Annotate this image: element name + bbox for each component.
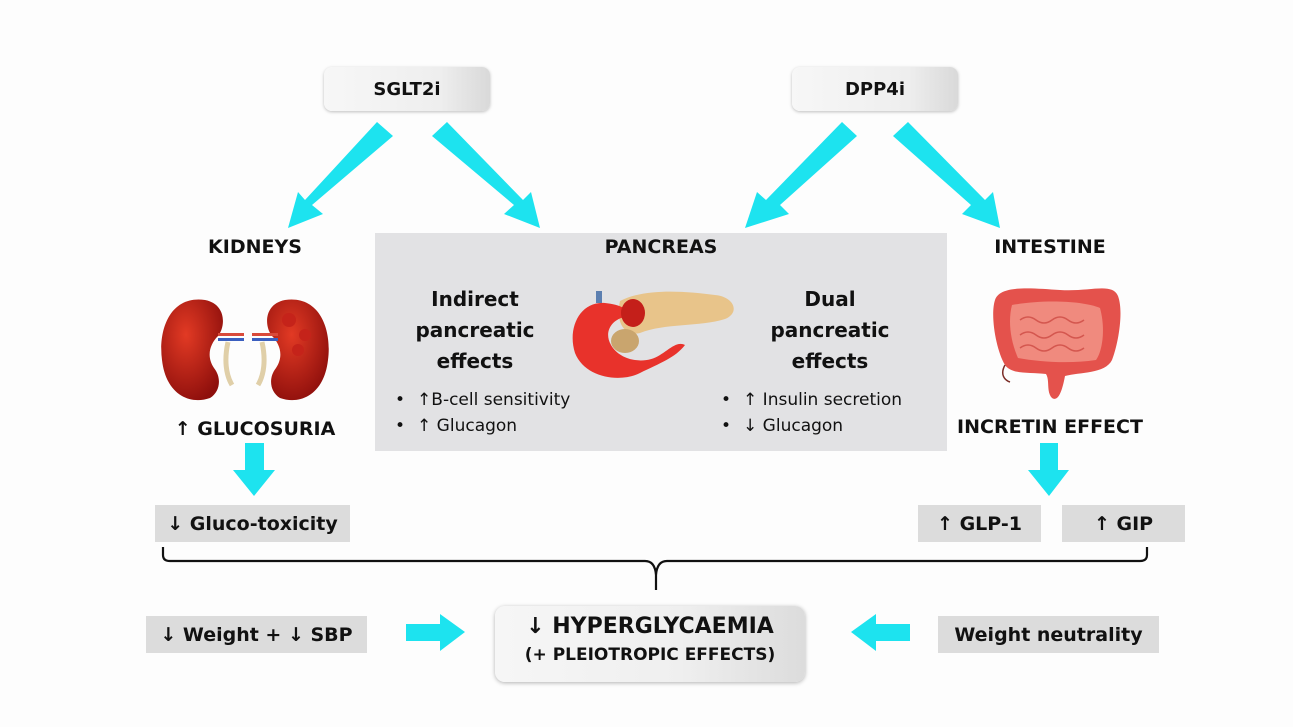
list-item: ↓ Glucagon: [721, 413, 902, 439]
dual-title-line-1: Dual: [804, 287, 856, 311]
gip-box: ↑ GIP: [1062, 505, 1185, 542]
indirect-title-line-2: pancreatic: [415, 318, 535, 342]
pancreas-panel: PANCREAS Indirect pancreatic effects ↑B-…: [375, 233, 947, 451]
weight-neutrality-box: Weight neutrality: [938, 616, 1159, 653]
indirect-title-line-1: Indirect: [431, 287, 519, 311]
kidneys-title: KIDNEYS: [208, 236, 302, 258]
indirect-title-line-3: effects: [436, 349, 514, 373]
brace-connector: [161, 547, 1149, 590]
arrow-glucosuria-down: [233, 443, 275, 496]
glp1-box: ↑ GLP-1: [918, 505, 1041, 542]
arrow-neutrality-to-center: [851, 614, 910, 651]
glp1-label: ↑ GLP-1: [937, 512, 1022, 535]
gluco-toxicity-box: ↓ Gluco-toxicity: [155, 505, 350, 542]
list-item: ↑B-cell sensitivity: [395, 387, 570, 413]
hyperglycaemia-box: ↓ HYPERGLYCAEMIA (+ PLEIOTROPIC EFFECTS): [495, 606, 805, 682]
dual-title-line-2: pancreatic: [770, 318, 890, 342]
sglt2i-box: SGLT2i: [324, 67, 490, 111]
arrow-sglt2i-to-kidneys: [288, 122, 393, 228]
intestine-title: INTESTINE: [994, 236, 1106, 258]
hyperglycaemia-label: ↓ HYPERGLYCAEMIA: [526, 614, 774, 639]
indirect-effects-title: Indirect pancreatic effects: [395, 284, 555, 377]
list-item: ↑ Insulin secretion: [721, 387, 902, 413]
dpp4i-label: DPP4i: [844, 78, 906, 100]
arrow-sglt2i-to-pancreas: [432, 122, 540, 228]
gip-label: ↑ GIP: [1093, 512, 1154, 535]
indirect-effects-list: ↑B-cell sensitivity ↑ Glucagon: [395, 387, 570, 439]
weight-neutrality-label: Weight neutrality: [954, 623, 1143, 646]
pancreas-title: PANCREAS: [604, 236, 718, 258]
arrow-incretin-down: [1028, 443, 1069, 496]
gluco-toxicity-label: ↓ Gluco-toxicity: [167, 512, 338, 535]
weight-sbp-label: ↓ Weight + ↓ SBP: [160, 623, 353, 646]
dual-title-line-3: effects: [791, 349, 869, 373]
dual-effects-list: ↑ Insulin secretion ↓ Glucagon: [721, 387, 902, 439]
glucosuria-label: ↑ GLUCOSURIA: [174, 418, 336, 440]
incretin-effect-label: INCRETIN EFFECT: [957, 416, 1143, 438]
weight-sbp-box: ↓ Weight + ↓ SBP: [146, 616, 367, 653]
sglt2i-label: SGLT2i: [373, 78, 441, 100]
dpp4i-box: DPP4i: [792, 67, 958, 111]
list-item: ↑ Glucagon: [395, 413, 570, 439]
arrow-dpp4i-to-pancreas: [745, 122, 857, 228]
pleiotropic-effects-label: (+ PLEIOTROPIC EFFECTS): [524, 645, 776, 665]
dual-effects-title: Dual pancreatic effects: [750, 284, 910, 377]
arrow-weight-to-center: [406, 614, 465, 651]
arrow-dpp4i-to-intestine: [893, 122, 1000, 228]
